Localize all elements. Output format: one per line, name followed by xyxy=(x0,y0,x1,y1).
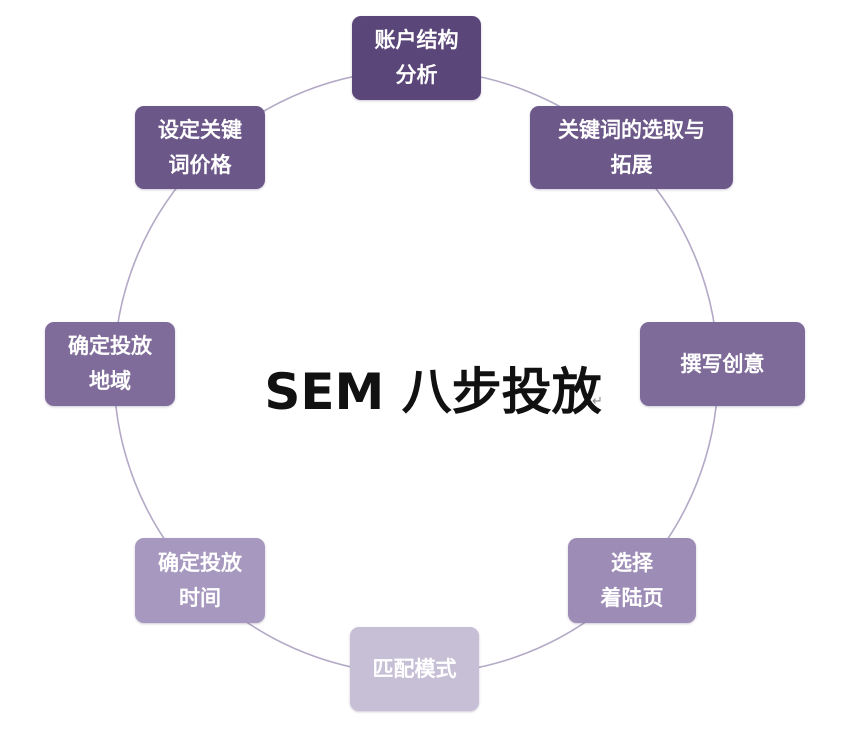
paragraph-return-mark: ↵ xyxy=(592,394,603,409)
step-set-schedule: 确定投放时间 xyxy=(135,538,265,623)
step-set-region: 确定投放地域 xyxy=(45,322,175,406)
step-label-line: 分析 xyxy=(395,63,438,87)
step-label-line: 账户结构 xyxy=(374,28,459,52)
step-label-line: 选择 xyxy=(611,550,653,575)
step-match-mode: 匹配模式 xyxy=(350,627,479,711)
step-label-line: 拓展 xyxy=(610,152,653,177)
step-label-line: 撰写创意 xyxy=(680,351,765,376)
step-label-line: 确定投放 xyxy=(158,550,242,575)
step-keyword-selection-expansion: 关键词的选取与拓展 xyxy=(530,106,733,189)
step-label-line: 时间 xyxy=(179,585,221,610)
step-choose-landing-page: 选择着陆页 xyxy=(568,538,696,623)
step-set-keyword-bids: 设定关键词价格 xyxy=(135,106,265,189)
step-label-line: 着陆页 xyxy=(600,585,664,610)
step-write-creative: 撰写创意 xyxy=(640,322,805,406)
step-account-structure-analysis: 账户结构分析 xyxy=(352,16,481,100)
step-label-line: 确定投放 xyxy=(68,334,152,358)
step-label-line: 词价格 xyxy=(168,152,232,177)
step-label-line: 关键词的选取与 xyxy=(558,117,705,142)
step-label-line: 设定关键 xyxy=(158,117,242,142)
step-label-line: 匹配模式 xyxy=(372,656,457,681)
diagram-title: SEM 八步投放 xyxy=(264,363,602,421)
step-label-line: 地域 xyxy=(89,369,131,393)
